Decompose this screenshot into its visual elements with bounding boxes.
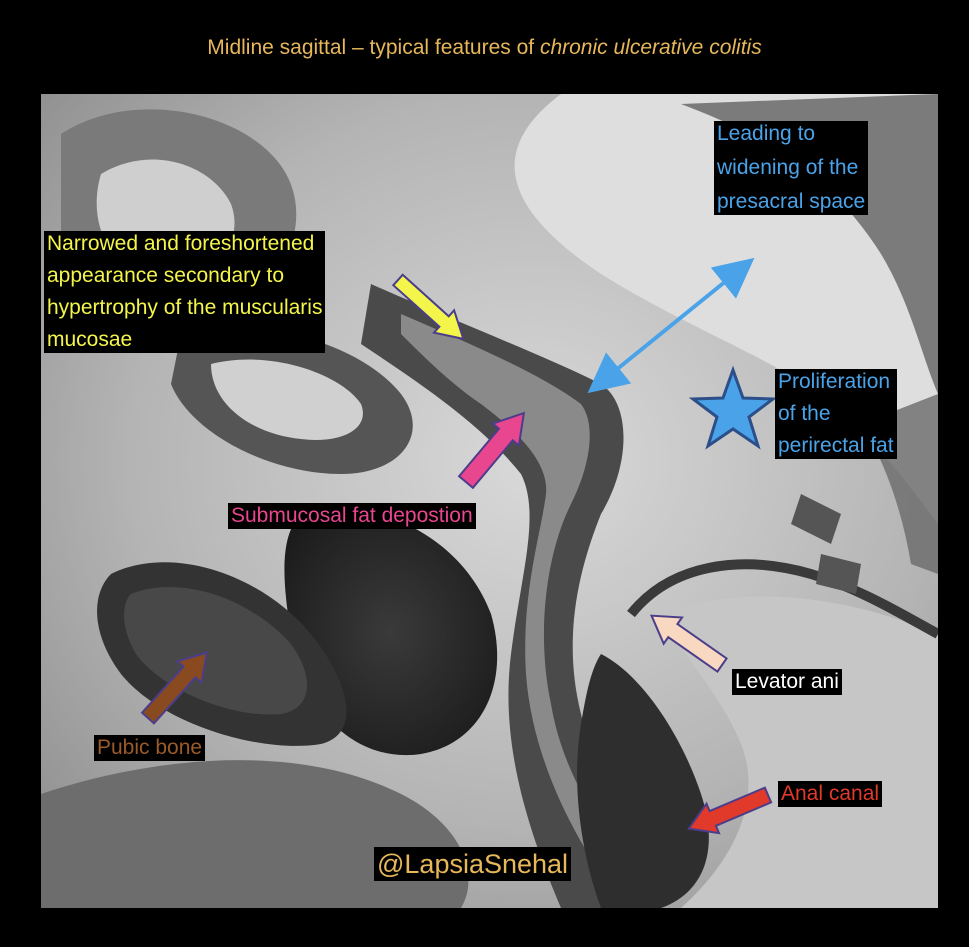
mri-sagittal-image: [41, 94, 938, 908]
title-emphasis: chronic ulcerative colitis: [539, 36, 762, 59]
title-prefix: Midline sagittal – typical features of: [207, 36, 540, 59]
submucosal-label: Submucosal fat depostion: [228, 503, 476, 529]
perirectal-label: Proliferation of the perirectal fat: [775, 369, 897, 459]
anal-label: Anal canal: [778, 781, 883, 807]
watermark: @LapsiaSnehal: [374, 847, 572, 881]
pubic-label: Pubic bone: [94, 735, 206, 761]
levator-label: Levator ani: [732, 669, 842, 695]
narrowed-label: Narrowed and foreshortened appearance se…: [44, 231, 326, 353]
presacral-label: Leading to widening of the presacral spa…: [714, 121, 869, 215]
figure-title: Midline sagittal – typical features of c…: [0, 36, 969, 60]
